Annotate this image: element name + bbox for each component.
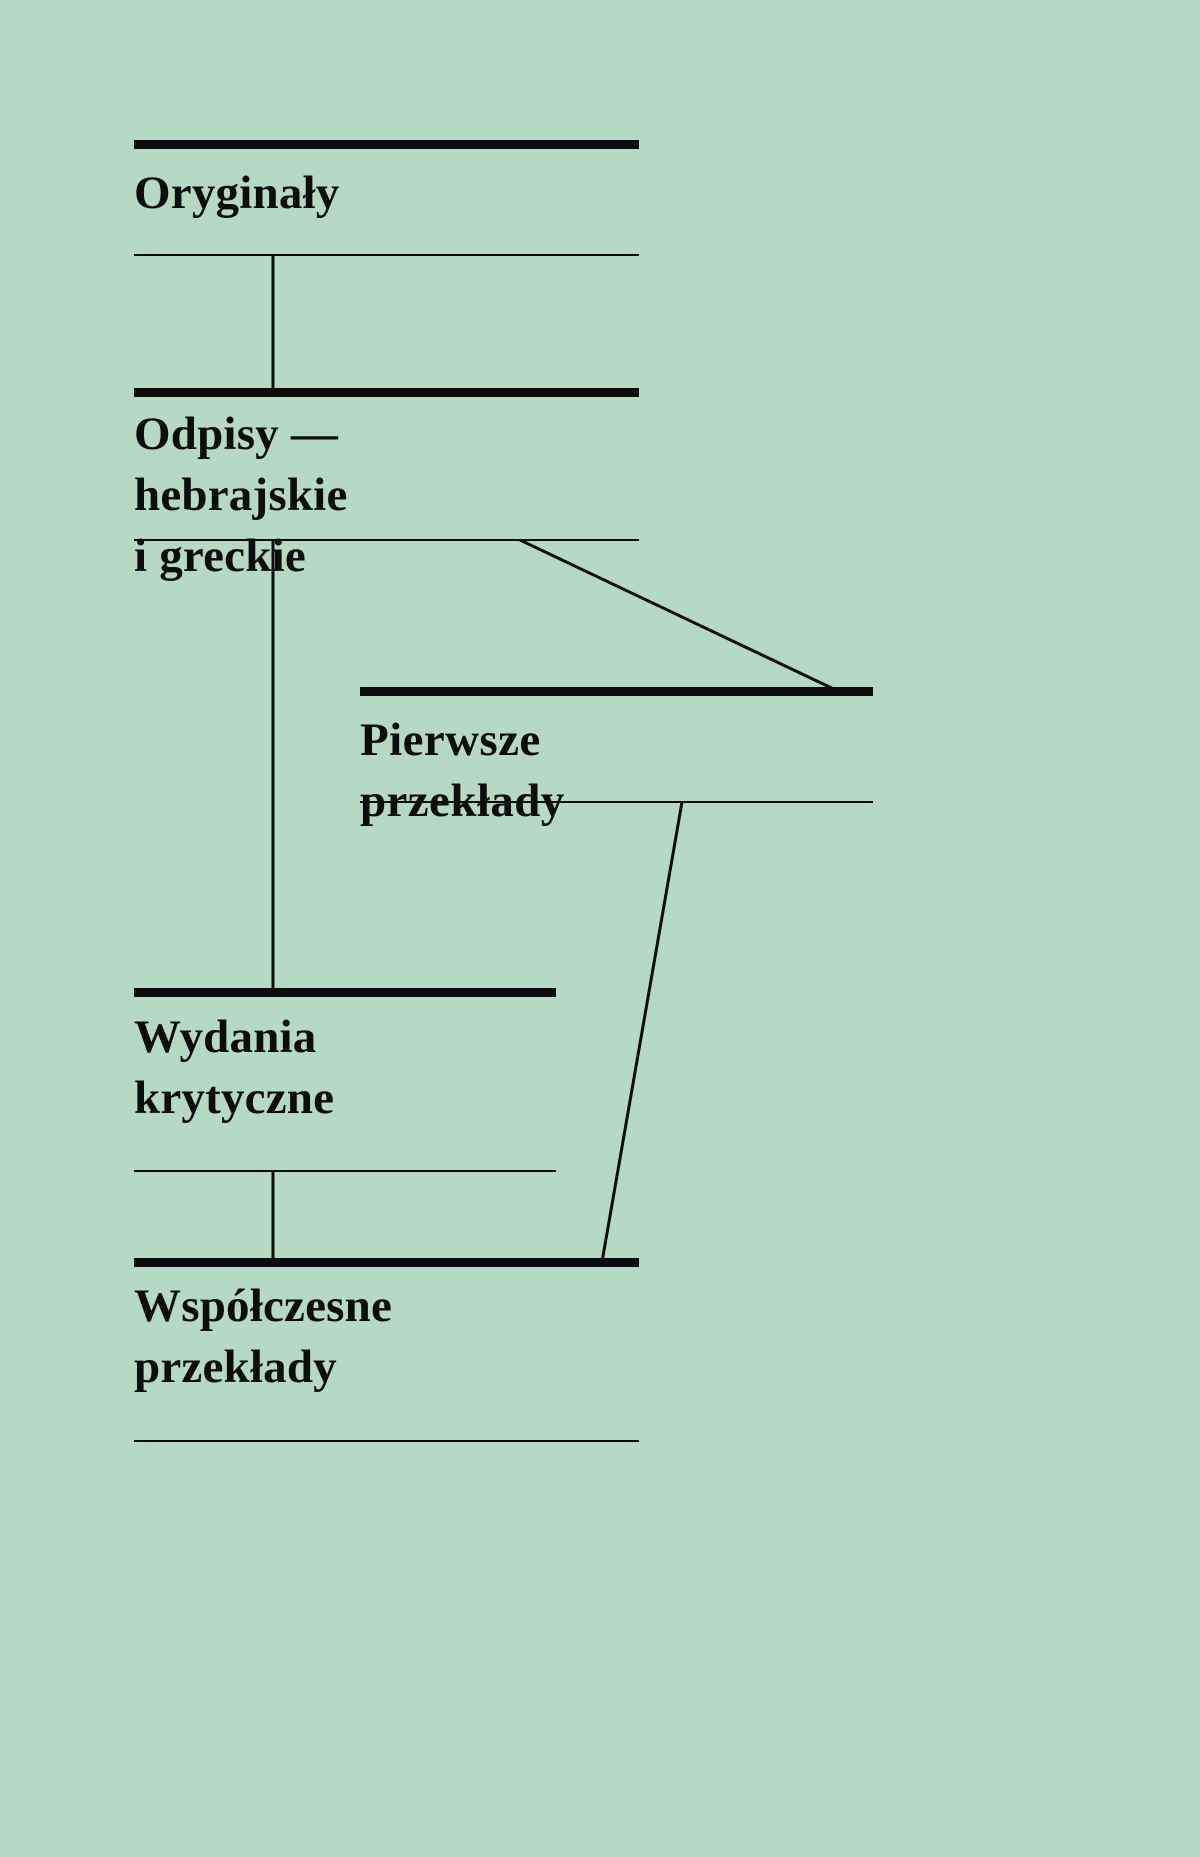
node-wydania-krytyczne-label: Wydania krytyczne [134, 1011, 335, 1125]
node-wydania-krytyczne-top-rule [134, 988, 556, 997]
node-oryginaly-top-rule [134, 140, 639, 149]
node-odpisy-label: Odpisy — hebrajskie i greckie [134, 408, 348, 583]
node-oryginaly-label: Oryginały [134, 167, 340, 219]
connector-pierwsze-przeklady-to-wspolczesne [600, 801, 684, 1263]
node-wspolczesne-przeklady-top-rule [134, 1258, 639, 1267]
node-pierwsze-przeklady-label: Pierwsze przekłady [360, 714, 565, 828]
node-wspolczesne-przeklady-bottom-rule [134, 1440, 639, 1442]
node-odpisy-bottom-rule [134, 539, 639, 541]
node-wspolczesne-przeklady-label: Współczesne przekłady [134, 1280, 393, 1394]
node-pierwsze-przeklady-bottom-rule [360, 801, 873, 803]
node-oryginaly-bottom-rule [134, 254, 639, 256]
node-wydania-krytyczne-bottom-rule [134, 1170, 556, 1172]
node-odpisy-top-rule [134, 388, 639, 397]
node-pierwsze-przeklady-top-rule [360, 687, 873, 696]
connector-odpisy-to-pierwsze-przeklady [519, 538, 841, 694]
